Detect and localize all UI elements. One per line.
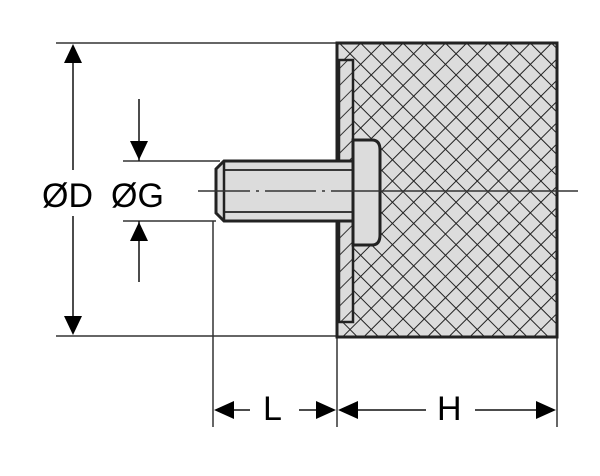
stud-diameter-label: ØG: [111, 177, 164, 215]
outer-diameter-label: ØD: [42, 177, 93, 215]
rubber-body: [335, 41, 559, 339]
arrow-left-icon: [214, 401, 234, 419]
stud-length-dimension: [214, 401, 336, 419]
arrow-right-icon: [536, 401, 556, 419]
arrow-down-icon: [64, 316, 82, 335]
stud-head: [351, 138, 382, 247]
stud-length-label: L: [263, 390, 282, 428]
arrow-down-icon: [130, 141, 148, 160]
outer-diameter-dimension: [64, 44, 82, 335]
body-height-dimension: [338, 401, 556, 419]
arrow-right-icon: [316, 401, 336, 419]
stud-diameter-dimension: [130, 99, 148, 282]
arrow-up-icon: [64, 44, 82, 63]
arrow-left-icon: [338, 401, 358, 419]
body-height-label: H: [437, 390, 462, 428]
arrow-up-icon: [130, 222, 148, 241]
